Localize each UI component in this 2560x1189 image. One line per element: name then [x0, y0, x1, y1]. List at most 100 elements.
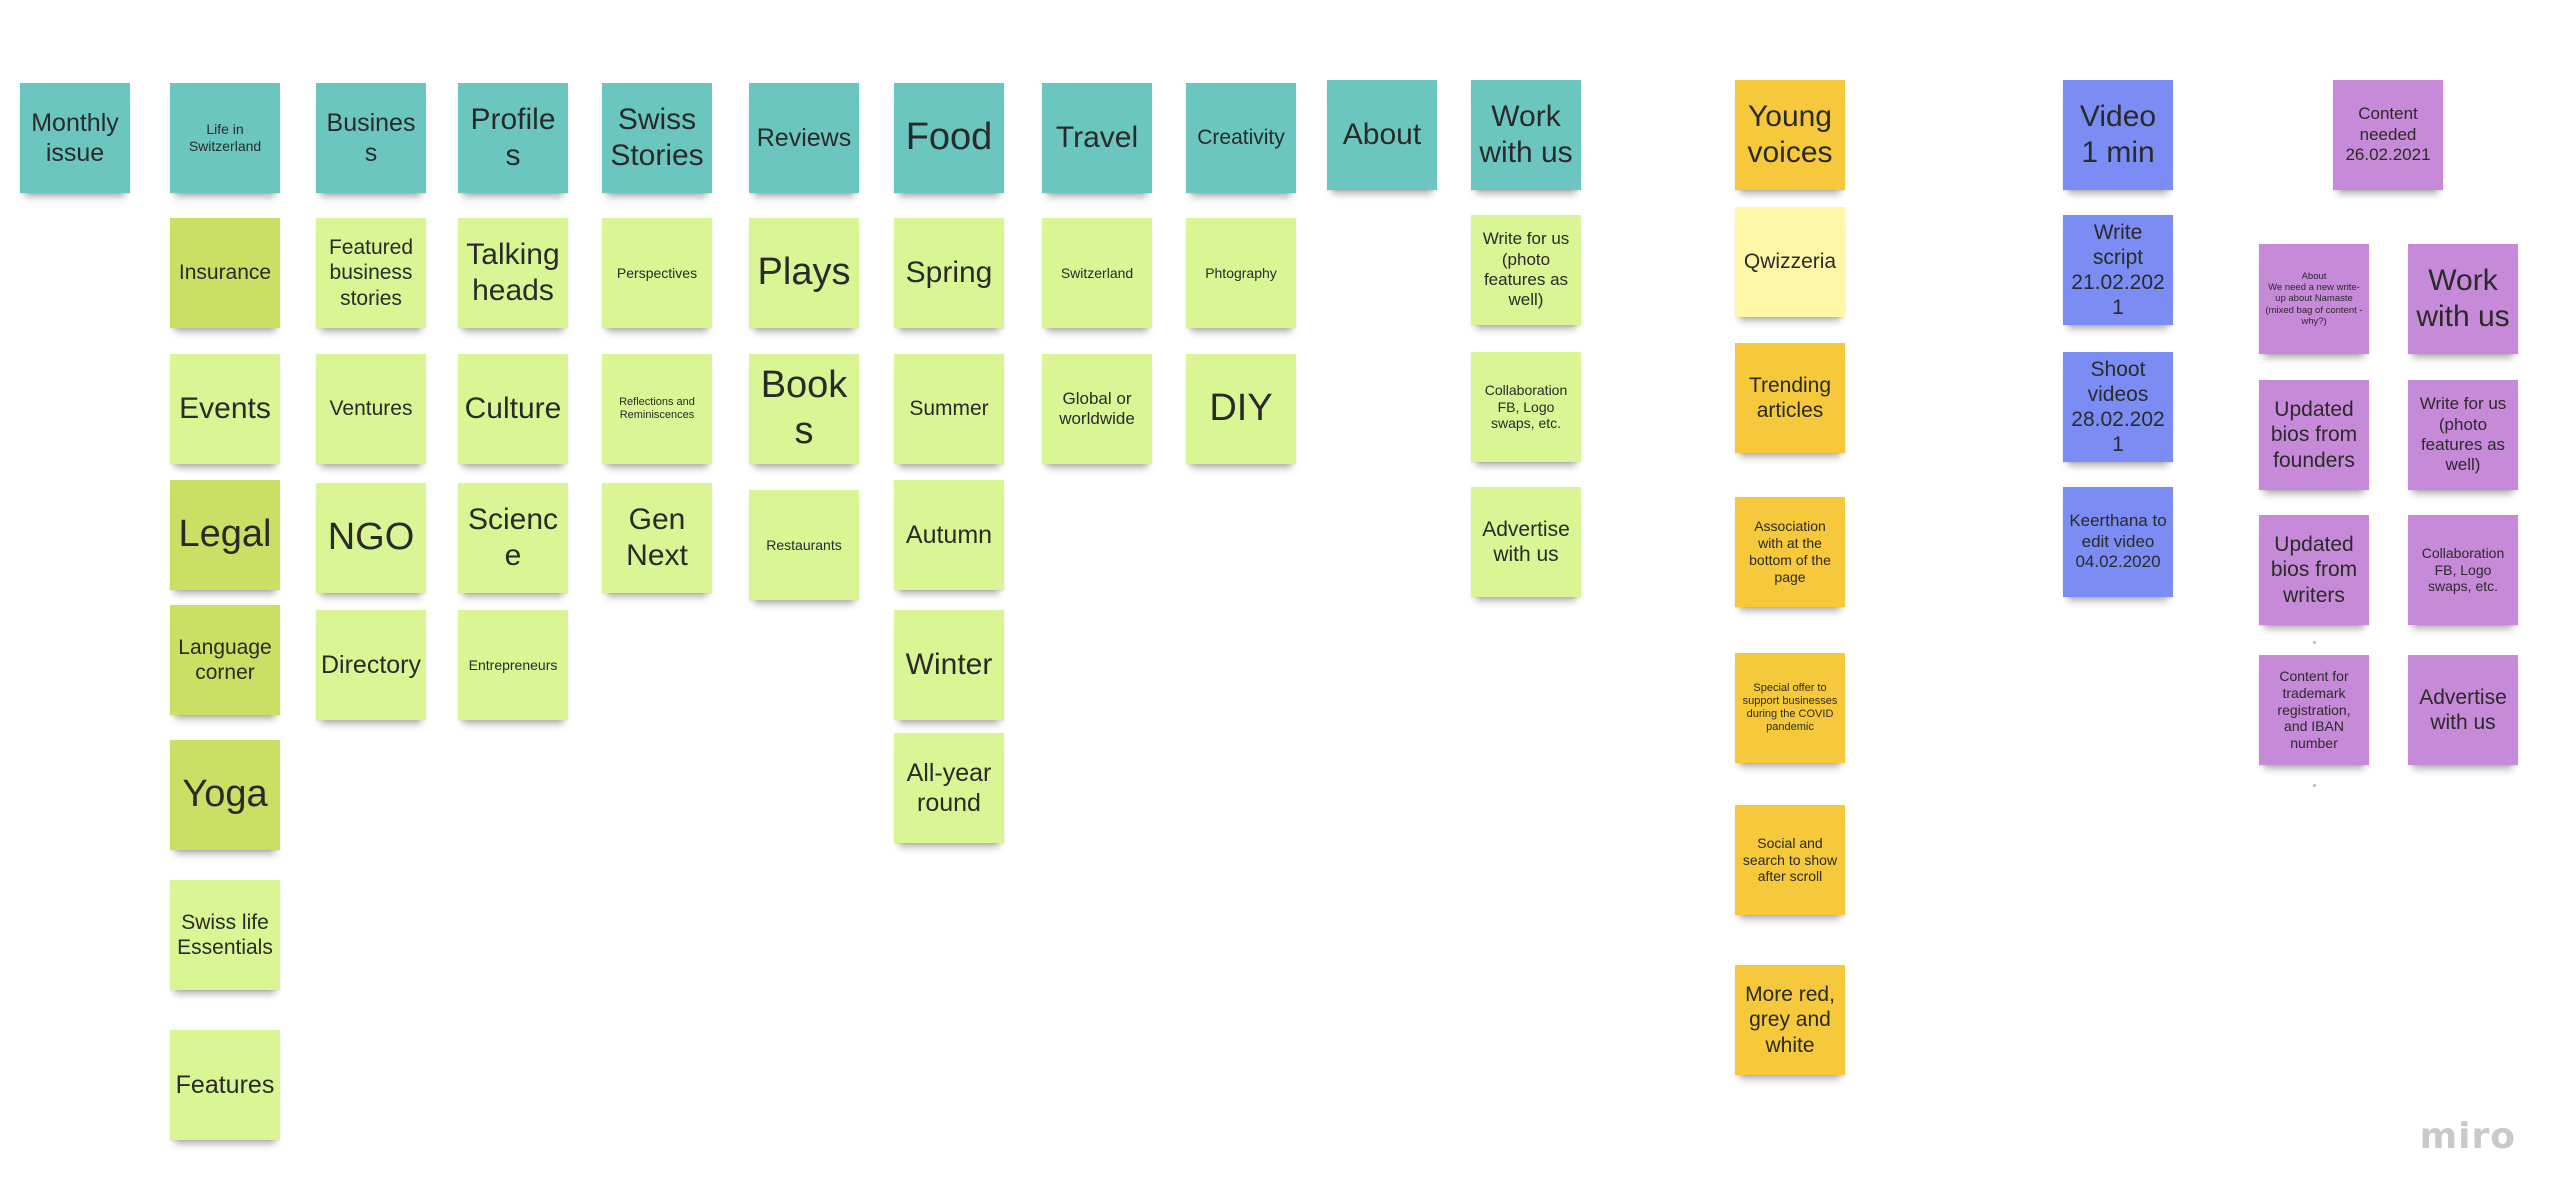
sticky-shoot-videos[interactable]: Shoot videos 28.02.2021 [2063, 352, 2173, 462]
sticky-events[interactable]: Events [170, 354, 280, 464]
sticky-text: Language corner [178, 635, 272, 684]
sticky-features[interactable]: Features [170, 1030, 280, 1140]
sticky-special-offer[interactable]: Special offer to support businesses duri… [1735, 653, 1845, 763]
sticky-language-corner[interactable]: Language corner [170, 605, 280, 715]
sticky-winter[interactable]: Winter [894, 610, 1004, 720]
sticky-trending-articles[interactable]: Trending articles [1735, 343, 1845, 453]
sticky-culture[interactable]: Culture [458, 354, 568, 464]
sticky-text: Write for us (photo features as well) [1482, 229, 1570, 310]
sticky-text: Trending articles [1748, 373, 1832, 422]
sticky-text: Spring [905, 256, 993, 289]
sticky-updated-bios-writers[interactable]: Updated bios from writers [2259, 515, 2369, 625]
sticky-text: Business [326, 109, 416, 167]
sticky-creativity[interactable]: Creativity [1186, 83, 1296, 193]
sticky-content-needed[interactable]: Content needed 26.02.2021 [2333, 80, 2443, 190]
sticky-collaboration[interactable]: Collaboration FB, Logo swaps, etc. [1471, 352, 1581, 462]
sticky-text: Advertise with us [1482, 517, 1570, 566]
sticky-text: Culture [464, 392, 562, 425]
sticky-text: Reviews [756, 124, 852, 152]
sticky-phtography[interactable]: Phtography [1186, 218, 1296, 328]
sticky-text: Swiss life Essentials [177, 910, 273, 959]
sticky-books[interactable]: Books [749, 354, 859, 464]
sticky-business[interactable]: Business [316, 83, 426, 193]
sticky-content-trademark[interactable]: Content for trademark registration, and … [2259, 655, 2369, 765]
sticky-write-for-us[interactable]: Write for us (photo features as well) [1471, 215, 1581, 325]
sticky-plays[interactable]: Plays [749, 218, 859, 328]
sticky-text: Updated bios from founders [2270, 398, 2358, 472]
sticky-insurance[interactable]: Insurance [170, 218, 280, 328]
sticky-more-red-grey-white[interactable]: More red, grey and white [1735, 965, 1845, 1075]
sticky-text: Content needed 26.02.2021 [2345, 104, 2431, 165]
sticky-text: Featured business stories [328, 236, 414, 310]
sticky-swiss-life-essentials[interactable]: Swiss life Essentials [170, 880, 280, 990]
sticky-young-voices[interactable]: Young voices [1735, 80, 1845, 190]
sticky-text: Science [467, 503, 559, 572]
sticky-text: Phtography [1205, 264, 1277, 281]
sticky-autumn[interactable]: Autumn [894, 480, 1004, 590]
sticky-text: More red, grey and white [1745, 983, 1835, 1057]
sticky-life-in-switzerland[interactable]: Life in Switzerland [170, 83, 280, 193]
sticky-legal[interactable]: Legal [170, 480, 280, 590]
sticky-text: Legal [178, 513, 272, 556]
sticky-write-script[interactable]: Write script 21.02.2021 [2063, 215, 2173, 325]
sticky-spring[interactable]: Spring [894, 218, 1004, 328]
sticky-work-with-us[interactable]: Work with us [1471, 80, 1581, 190]
sticky-talking-heads[interactable]: Talking heads [458, 218, 568, 328]
sticky-qwizzeria[interactable]: Qwizzeria [1735, 207, 1845, 317]
sticky-text: Swiss Stories [610, 103, 704, 172]
sticky-social-search[interactable]: Social and search to show after scroll [1735, 805, 1845, 915]
sticky-perspectives[interactable]: Perspectives [602, 218, 712, 328]
sticky-text: Qwizzeria [1743, 250, 1837, 274]
sticky-text: Advertise with us [2419, 685, 2507, 734]
sticky-text: Social and search to show after scroll [1742, 834, 1838, 885]
sticky-ventures[interactable]: Ventures [316, 354, 426, 464]
sticky-entrepreneurs[interactable]: Entrepreneurs [458, 610, 568, 720]
sticky-text: Updated bios from writers [2270, 533, 2358, 607]
sticky-text: Young voices [1747, 100, 1833, 169]
sticky-yoga[interactable]: Yoga [170, 740, 280, 850]
sticky-keerthana-edit[interactable]: Keerthana to edit video 04.02.2020 [2063, 487, 2173, 597]
sticky-featured-business-stories[interactable]: Featured business stories [316, 218, 426, 328]
sticky-text: Write script 21.02.2021 [2071, 220, 2165, 320]
sticky-text: Shoot videos 28.02.2021 [2071, 357, 2165, 457]
sticky-work-with-us-2[interactable]: Work with us [2408, 244, 2518, 354]
sticky-ngo[interactable]: NGO [316, 483, 426, 593]
sticky-swiss-stories[interactable]: Swiss Stories [602, 83, 712, 193]
sticky-updated-bios-founders[interactable]: Updated bios from founders [2259, 380, 2369, 490]
sticky-diy[interactable]: DIY [1186, 354, 1296, 464]
sticky-food[interactable]: Food [894, 83, 1004, 193]
sticky-science[interactable]: Science [458, 483, 568, 593]
sticky-about-note[interactable]: About We need a new write-up about Namas… [2259, 244, 2369, 354]
sticky-text: Global or worldwide [1059, 388, 1135, 428]
sticky-text: Association with at the bottom of the pa… [1749, 518, 1831, 585]
sticky-text: All-year round [906, 759, 992, 817]
sticky-about[interactable]: About [1327, 80, 1437, 190]
sticky-collaboration-2[interactable]: Collaboration FB, Logo swaps, etc. [2408, 515, 2518, 625]
sticky-text: Video 1 min [2079, 100, 2157, 169]
sticky-text: Reflections and Reminiscences [619, 395, 695, 421]
sticky-reviews[interactable]: Reviews [749, 83, 859, 193]
sticky-text: Profiles [470, 103, 556, 172]
sticky-gen-next[interactable]: Gen Next [602, 483, 712, 593]
sticky-write-for-us-2[interactable]: Write for us (photo features as well) [2408, 380, 2518, 490]
sticky-text: Gen Next [626, 503, 688, 572]
sticky-monthly-issue[interactable]: Monthly issue [20, 83, 130, 193]
sticky-advertise-with-us[interactable]: Advertise with us [1471, 487, 1581, 597]
sticky-profiles[interactable]: Profiles [458, 83, 568, 193]
sticky-advertise-with-us-2[interactable]: Advertise with us [2408, 655, 2518, 765]
sticky-association[interactable]: Association with at the bottom of the pa… [1735, 497, 1845, 607]
sticky-global-or-worldwide[interactable]: Global or worldwide [1042, 354, 1152, 464]
sticky-all-year-round[interactable]: All-year round [894, 733, 1004, 843]
sticky-text: Insurance [178, 261, 272, 285]
sticky-travel[interactable]: Travel [1042, 83, 1152, 193]
sticky-switzerland[interactable]: Switzerland [1042, 218, 1152, 328]
sticky-text: Winter [905, 648, 993, 681]
sticky-video-1-min[interactable]: Video 1 min [2063, 80, 2173, 190]
sticky-text: Collaboration FB, Logo swaps, etc. [2421, 544, 2505, 595]
sticky-reflections[interactable]: Reflections and Reminiscences [602, 354, 712, 464]
sticky-restaurants[interactable]: Restaurants [749, 490, 859, 600]
sticky-text: Features [175, 1071, 275, 1099]
sticky-summer[interactable]: Summer [894, 354, 1004, 464]
sticky-directory[interactable]: Directory [316, 610, 426, 720]
